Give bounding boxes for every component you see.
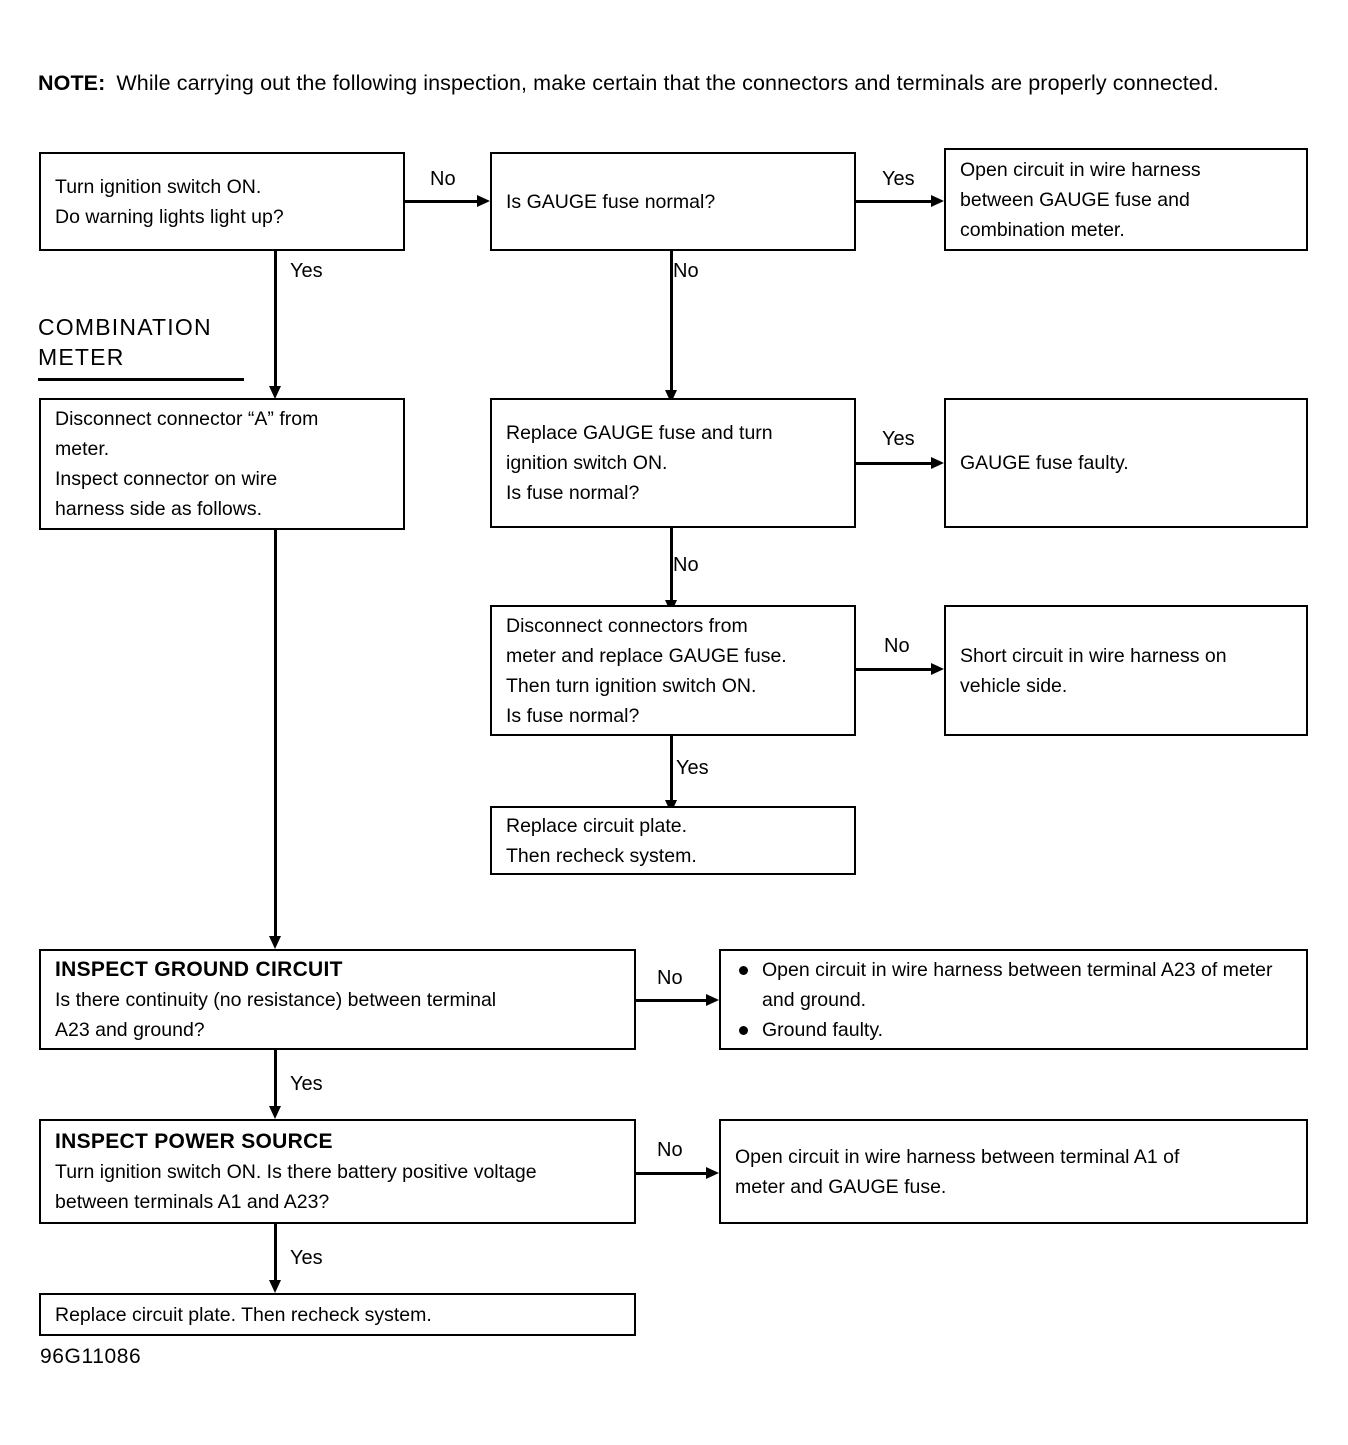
edge-label-start-no: No bbox=[430, 168, 456, 190]
box-line: Short circuit in wire harness on bbox=[960, 644, 1227, 667]
connector-start-yes-line bbox=[274, 251, 277, 388]
section-title-combination-meter: COMBINATION METER bbox=[38, 312, 244, 381]
edge-label-disconnect-no: No bbox=[884, 635, 910, 657]
box-heading: INSPECT POWER SOURCE bbox=[55, 1130, 333, 1153]
box-inspect-ground-circuit[interactable]: INSPECT GROUND CIRCUIT Is there continui… bbox=[39, 949, 636, 1050]
box-is-gauge-fuse-normal[interactable]: Is GAUGE fuse normal? bbox=[490, 152, 856, 251]
bullet-text: Ground faulty. bbox=[762, 1018, 884, 1041]
connector-power-yes-line bbox=[274, 1224, 277, 1287]
section-title-line2: METER bbox=[38, 344, 125, 370]
box-line: Disconnect connector “A” from bbox=[55, 408, 319, 430]
box-line: between terminals A1 and A23? bbox=[55, 1191, 330, 1213]
box-heading: INSPECT GROUND CIRCUIT bbox=[55, 958, 343, 981]
connector-gauge-no-line bbox=[670, 251, 673, 394]
box-line: Disconnect connectors from bbox=[506, 614, 748, 637]
box-line: meter. bbox=[55, 438, 110, 460]
box-replace-gauge-fuse[interactable]: Replace GAUGE fuse and turn ignition swi… bbox=[490, 398, 856, 528]
note-block: NOTE: While carrying out the following in… bbox=[38, 68, 1318, 99]
bullet-dot-icon bbox=[739, 965, 748, 975]
connector-power-yes-arrow bbox=[269, 1280, 281, 1293]
box-disconnect-connector-a[interactable]: Disconnect connector “A” from meter. Ins… bbox=[39, 398, 405, 530]
box-disconnect-connectors-replace-fuse[interactable]: Disconnect connectors from meter and rep… bbox=[490, 605, 856, 736]
connector-replace-fuse-no-line bbox=[670, 528, 673, 606]
note-label: NOTE: bbox=[38, 71, 106, 95]
box-open-circuit-gauge-to-meter[interactable]: Open circuit in wire harness between GAU… bbox=[944, 148, 1308, 251]
box-line: Is fuse normal? bbox=[506, 704, 640, 727]
box-line: harness side as follows. bbox=[55, 498, 263, 520]
box-line: Replace circuit plate. Then recheck syst… bbox=[55, 1303, 432, 1326]
connector-disconnect-yes-line bbox=[670, 736, 673, 808]
section-title-underline bbox=[38, 378, 244, 381]
connector-start-no-line bbox=[405, 200, 477, 203]
connector-power-no-arrow bbox=[706, 1167, 719, 1179]
box-line: meter and GAUGE fuse. bbox=[735, 1175, 947, 1198]
section-title-line1: COMBINATION bbox=[38, 314, 212, 340]
box-line: Is GAUGE fuse normal? bbox=[506, 190, 716, 213]
connector-ground-yes-arrow bbox=[269, 1106, 281, 1119]
connector-gauge-yes-line bbox=[856, 200, 931, 203]
connector-ground-no-line bbox=[636, 999, 706, 1002]
box-gauge-fuse-faulty[interactable]: GAUGE fuse faulty. bbox=[944, 398, 1308, 528]
bullet-dot-icon bbox=[739, 1025, 748, 1035]
connector-to-ground-circuit-line bbox=[274, 530, 277, 942]
box-line: vehicle side. bbox=[960, 674, 1068, 697]
box-line: Open circuit in wire harness bbox=[960, 158, 1201, 181]
connector-disconnect-no-line bbox=[856, 668, 931, 671]
box-line: Inspect connector on wire bbox=[55, 468, 278, 490]
box-line: Do warning lights light up? bbox=[55, 205, 284, 228]
box-line: between GAUGE fuse and bbox=[960, 188, 1190, 211]
edge-label-replace-fuse-no: No bbox=[673, 554, 699, 576]
bullet-item: Open circuit in wire harness between ter… bbox=[735, 955, 1292, 1015]
edge-label-replace-fuse-yes: Yes bbox=[882, 428, 915, 450]
box-line: Then turn ignition switch ON. bbox=[506, 674, 757, 697]
edge-label-disconnect-yes: Yes bbox=[676, 757, 709, 779]
bullet-item: Ground faulty. bbox=[735, 1015, 1292, 1045]
note-text: While carrying out the following inspect… bbox=[116, 71, 1219, 95]
box-line: Turn ignition switch ON. bbox=[55, 175, 262, 198]
connector-start-yes-arrow bbox=[269, 386, 281, 399]
box-line: Is fuse normal? bbox=[506, 482, 640, 504]
edge-label-start-yes: Yes bbox=[290, 260, 323, 282]
connector-replace-fuse-yes-arrow bbox=[931, 457, 944, 469]
connector-power-no-line bbox=[636, 1172, 706, 1175]
edge-label-ground-yes: Yes bbox=[290, 1073, 323, 1095]
box-replace-circuit-plate-middle[interactable]: Replace circuit plate. Then recheck syst… bbox=[490, 806, 856, 875]
connector-replace-fuse-yes-line bbox=[856, 462, 931, 465]
box-inspect-power-source[interactable]: INSPECT POWER SOURCE Turn ignition switc… bbox=[39, 1119, 636, 1224]
box-line: Replace circuit plate. bbox=[506, 814, 688, 837]
box-line: GAUGE fuse faulty. bbox=[960, 452, 1129, 474]
box-line: Turn ignition switch ON. Is there batter… bbox=[55, 1161, 537, 1183]
connector-ground-no-arrow bbox=[706, 994, 719, 1006]
edge-label-ground-no: No bbox=[657, 967, 683, 989]
bullet-text: Open circuit in wire harness between ter… bbox=[762, 958, 1273, 1011]
connector-ground-yes-line bbox=[274, 1050, 277, 1113]
box-line: Then recheck system. bbox=[506, 844, 697, 867]
box-line: Open circuit in wire harness between ter… bbox=[735, 1145, 1180, 1168]
box-line: A23 and ground? bbox=[55, 1019, 205, 1041]
box-short-circuit-vehicle-side[interactable]: Short circuit in wire harness on vehicle… bbox=[944, 605, 1308, 736]
box-line: meter and replace GAUGE fuse. bbox=[506, 644, 787, 667]
box-line: Is there continuity (no resistance) betw… bbox=[55, 989, 497, 1011]
box-line: ignition switch ON. bbox=[506, 452, 668, 474]
edge-label-power-no: No bbox=[657, 1139, 683, 1161]
edge-label-gauge-yes: Yes bbox=[882, 168, 915, 190]
figure-id: 96G11086 bbox=[40, 1345, 142, 1368]
box-open-circuit-a1-to-gauge-fuse[interactable]: Open circuit in wire harness between ter… bbox=[719, 1119, 1308, 1224]
connector-start-no-arrow bbox=[477, 195, 490, 207]
edge-label-gauge-no: No bbox=[673, 260, 699, 282]
connector-to-ground-circuit-arrow bbox=[269, 936, 281, 949]
box-replace-circuit-plate-final[interactable]: Replace circuit plate. Then recheck syst… bbox=[39, 1293, 636, 1336]
box-line: combination meter. bbox=[960, 218, 1125, 241]
box-ground-fault-causes[interactable]: Open circuit in wire harness between ter… bbox=[719, 949, 1308, 1050]
connector-gauge-yes-arrow bbox=[931, 195, 944, 207]
box-turn-ignition-switch[interactable]: Turn ignition switch ON. Do warning ligh… bbox=[39, 152, 405, 251]
edge-label-power-yes: Yes bbox=[290, 1247, 323, 1269]
box-line: Replace GAUGE fuse and turn bbox=[506, 422, 773, 444]
connector-disconnect-no-arrow bbox=[931, 663, 944, 675]
